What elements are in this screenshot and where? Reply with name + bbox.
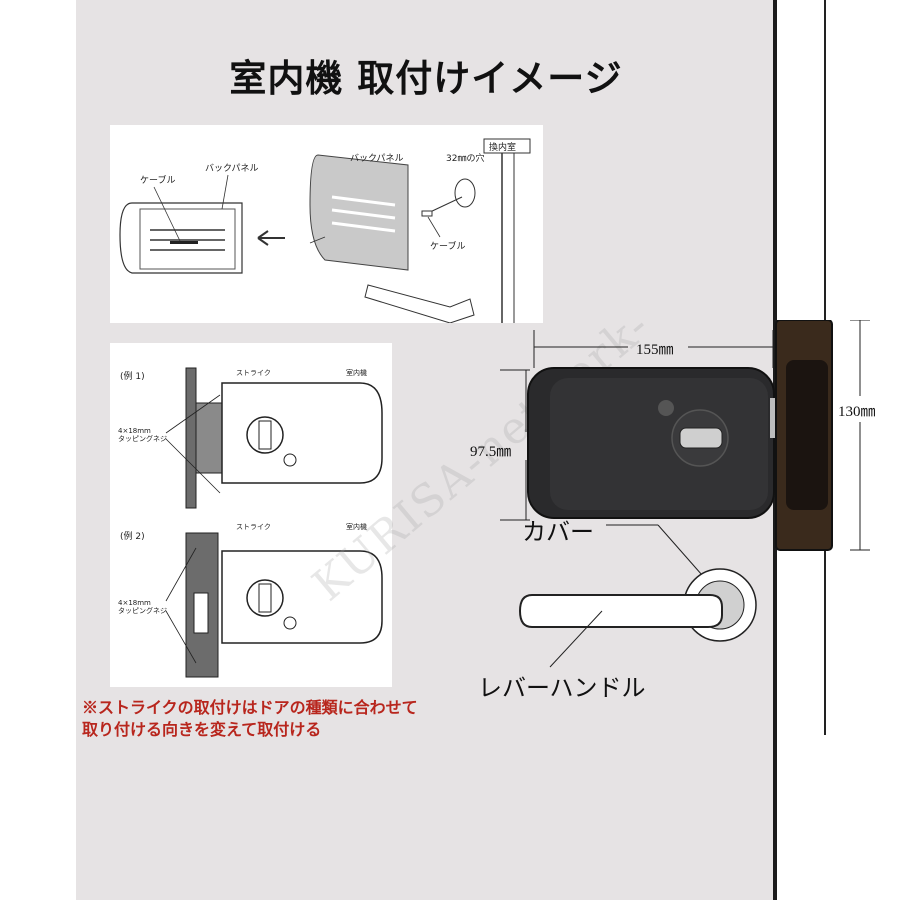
leader-line xyxy=(153,186,181,242)
page-title: 室内機 取付けイメージ xyxy=(229,57,623,100)
leader-line xyxy=(221,174,229,210)
back-panel-illustration: ケーブル バックパネル バックパネル 32㎜の穴 ケーブル 換内室 xyxy=(110,125,543,324)
cable-label-left: ケーブル xyxy=(140,174,175,186)
strike-plate-1 xyxy=(185,367,197,509)
thumb-turn-knob xyxy=(679,427,723,449)
lever-label: レバーハンドル xyxy=(478,675,646,702)
strike-slot-2 xyxy=(193,592,209,634)
height-dimension: 97.5㎜ xyxy=(470,444,512,460)
leader-line xyxy=(165,438,221,494)
panel-slot xyxy=(331,195,396,207)
lever-handle-drawing xyxy=(518,568,757,668)
indoor-unit-1 xyxy=(221,382,383,484)
indoor-unit-2 xyxy=(221,550,383,644)
screw-name-2: タッピングネジ xyxy=(118,606,167,615)
width-dimension: 155㎜ xyxy=(636,342,674,358)
lock-product-drawing xyxy=(500,320,870,576)
hole-label: 32㎜の穴 xyxy=(446,152,484,164)
cover-label: カバー xyxy=(522,519,594,546)
arrow-left-icon xyxy=(257,230,285,246)
cable-plug xyxy=(421,210,433,217)
panel-slot xyxy=(331,208,396,220)
unit-label-2: 室内機 xyxy=(346,522,367,531)
leader-line xyxy=(427,216,441,238)
strike-drawing: (例 1) ストライク 室内機 4×18mm タッピングネジ (例 2) ストラ… xyxy=(118,367,383,678)
mounting-hole xyxy=(454,178,476,208)
cable-label-right: ケーブル xyxy=(430,240,465,252)
unit-label-1: 室内機 xyxy=(346,368,367,377)
note-line-2: 取り付ける向きを変えて取付ける xyxy=(82,720,322,739)
lock-cover-face xyxy=(550,378,768,510)
room-label-box xyxy=(483,138,531,154)
cable-line xyxy=(427,196,463,214)
outdoor-plate-inner xyxy=(786,360,828,510)
key-cylinder-icon xyxy=(658,400,674,416)
strike-box-1 xyxy=(195,402,223,474)
strike-label-2: ストライク xyxy=(236,523,271,531)
leader-line xyxy=(165,547,197,602)
lever-bar xyxy=(518,594,723,628)
strike-installation-illustration: (例 1) ストライク 室内機 4×18mm タッピングネジ (例 2) ストラ… xyxy=(110,343,392,687)
thumb-knob-2 xyxy=(258,583,272,613)
lever-leader-line xyxy=(549,610,603,668)
screw-spec-2: 4×18mm xyxy=(118,599,151,607)
plate-height-dimension: 130㎜ xyxy=(838,404,876,420)
back-panel-label-left: バックパネル xyxy=(205,163,259,174)
screw-spec-1: 4×18mm xyxy=(118,427,151,435)
leader-line xyxy=(309,236,326,244)
example2-label: (例 2) xyxy=(120,530,145,542)
room-label: 換内室 xyxy=(489,141,516,153)
screw-icon xyxy=(283,616,297,630)
example1-label: (例 1) xyxy=(120,370,145,382)
screw-name-1: タッピングネジ xyxy=(118,434,167,443)
installation-note: ※ストライクの取付けはドアの種類に合わせて 取り付ける向きを変えて取付ける xyxy=(82,697,418,741)
leader-line xyxy=(165,610,197,664)
thumb-knob-1 xyxy=(258,420,272,450)
back-panel-drawing: ケーブル バックパネル バックパネル 32㎜の穴 ケーブル 換内室 xyxy=(119,138,531,324)
cable-connector xyxy=(170,241,198,244)
strike-label-1: ストライク xyxy=(236,369,271,377)
cover-leader-line xyxy=(657,524,703,576)
back-panel-label-right: バックパネル xyxy=(350,153,404,164)
lever-sketch xyxy=(364,284,475,324)
panel-slot xyxy=(331,221,396,233)
screw-icon xyxy=(283,453,297,467)
note-line-1: ※ストライクの取付けはドアの種類に合わせて xyxy=(82,698,418,717)
leader-line xyxy=(165,394,221,434)
